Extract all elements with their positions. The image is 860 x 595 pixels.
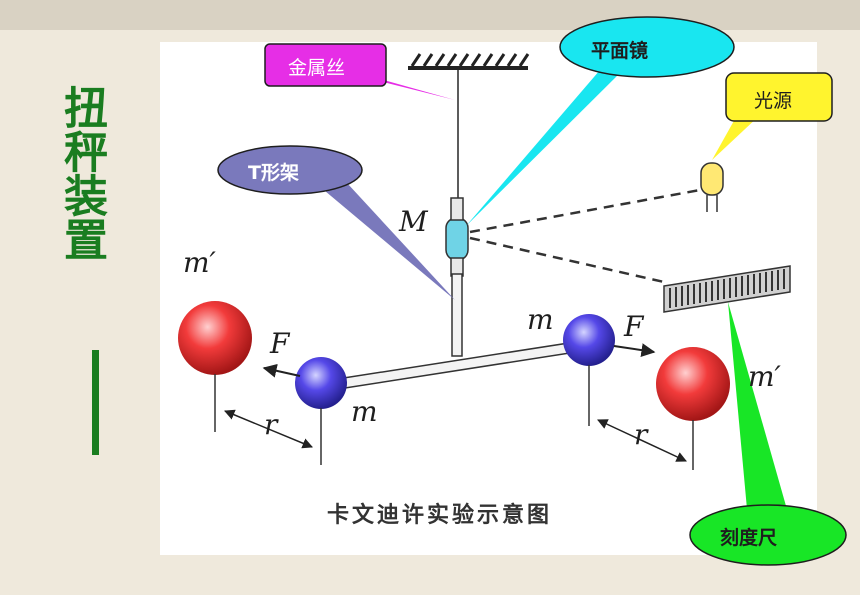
callout-scale-shape xyxy=(689,302,847,566)
label-r-left: r xyxy=(264,408,278,441)
large-sphere-left xyxy=(178,301,252,375)
label-r-right: r xyxy=(634,418,648,451)
light-source-bulb xyxy=(700,162,724,212)
label-F-left: F xyxy=(270,327,290,360)
distance-arrow-left xyxy=(224,409,313,449)
label-m-prime-left: m′ xyxy=(183,246,216,279)
callout-wire-shape xyxy=(264,43,455,100)
light-ray-out xyxy=(469,236,665,284)
callout-mirror-shape xyxy=(466,16,735,226)
small-sphere-left xyxy=(295,357,347,409)
force-arrow-left xyxy=(262,363,301,378)
callout-scale-label: 刻度尺 xyxy=(720,527,778,549)
title-bar-decoration xyxy=(92,350,99,455)
small-sphere-right xyxy=(563,314,615,366)
diagram-caption: 卡文迪许实验示意图 xyxy=(327,502,553,528)
t-frame-vertical xyxy=(451,273,463,357)
ceiling-mount xyxy=(408,53,530,70)
distance-arrow-right xyxy=(597,419,687,462)
label-F-right: F xyxy=(624,310,644,343)
light-ray-in xyxy=(469,188,701,234)
decorative-top-border xyxy=(0,0,860,30)
callout-frame-shape xyxy=(217,145,455,300)
large-sphere-right xyxy=(656,347,730,421)
label-m-right: m xyxy=(527,303,554,336)
callout-wire-label: 金属丝 xyxy=(288,57,346,79)
mirror-element xyxy=(445,217,469,261)
callout-frame-label: T形架 xyxy=(248,162,299,184)
scale-ruler xyxy=(663,265,791,313)
label-m-left: m xyxy=(351,395,378,428)
callout-mirror-label: 平面镜 xyxy=(591,40,649,62)
callout-light-label: 光源 xyxy=(754,90,793,112)
label-m-prime-right: m′ xyxy=(748,360,781,393)
force-arrow-right xyxy=(613,343,656,358)
label-M: M xyxy=(399,205,428,238)
page-title-text: 扭秤装置 xyxy=(56,85,107,261)
page-title: 扭秤装置 xyxy=(52,85,112,261)
callout-light-shape xyxy=(712,72,833,160)
